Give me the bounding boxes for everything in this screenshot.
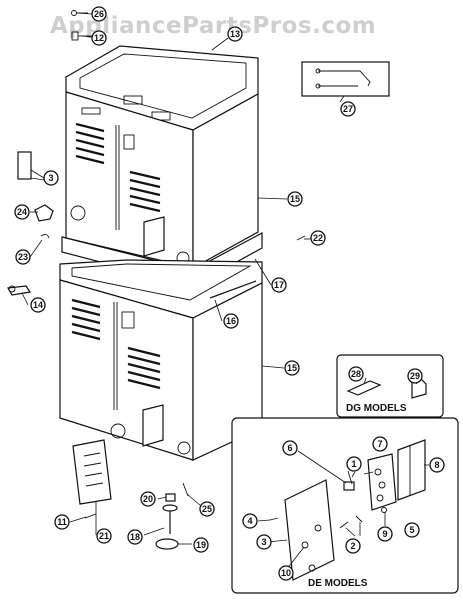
svg-text:11: 11 xyxy=(57,517,67,527)
svg-text:28: 28 xyxy=(351,369,361,379)
svg-text:19: 19 xyxy=(196,540,206,550)
svg-text:13: 13 xyxy=(230,29,240,39)
dg-models-label: DG MODELS xyxy=(346,403,407,414)
callout-18: 18 xyxy=(127,529,143,545)
callout-23: 23 xyxy=(15,249,31,265)
callout-14: 14 xyxy=(30,297,46,313)
callout-24: 24 xyxy=(14,204,30,220)
svg-text:5: 5 xyxy=(409,525,414,535)
svg-text:15: 15 xyxy=(287,363,297,373)
de-models-label: DE MODELS xyxy=(308,578,368,589)
callout-19: 19 xyxy=(193,537,209,553)
callout-20: 20 xyxy=(140,491,156,507)
callout-5: 5 xyxy=(404,522,420,538)
callout-26: 26 xyxy=(91,6,107,22)
svg-text:4: 4 xyxy=(247,516,252,526)
callout-9: 9 xyxy=(377,526,393,542)
svg-text:3: 3 xyxy=(261,537,266,547)
callout-29: 29 xyxy=(407,368,423,384)
svg-text:27: 27 xyxy=(343,104,353,114)
callout-7: 7 xyxy=(372,436,388,452)
svg-text:9: 9 xyxy=(382,529,387,539)
svg-text:16: 16 xyxy=(226,316,236,326)
svg-text:6: 6 xyxy=(287,443,292,453)
svg-text:29: 29 xyxy=(410,371,420,381)
callout-27: 27 xyxy=(340,101,356,117)
callout-3-de: 3 xyxy=(256,534,272,550)
callout-8: 8 xyxy=(429,457,445,473)
svg-text:2: 2 xyxy=(350,541,355,551)
callout-3-upper: 3 xyxy=(43,170,59,186)
callout-6: 6 xyxy=(282,440,298,456)
svg-text:23: 23 xyxy=(18,252,28,262)
svg-text:22: 22 xyxy=(313,233,323,243)
dg-models-box: DG MODELS xyxy=(336,354,444,418)
callout-25: 25 xyxy=(199,501,215,517)
callout-16: 16 xyxy=(223,313,239,329)
loose-parts xyxy=(7,10,306,550)
callout-15-upper: 15 xyxy=(287,191,303,207)
callout-22: 22 xyxy=(310,230,326,246)
callout-17: 17 xyxy=(271,277,287,293)
de-models-box: DE MODELS xyxy=(231,417,459,594)
callout-11: 11 xyxy=(54,514,70,530)
svg-text:1: 1 xyxy=(351,459,356,469)
callout-10: 10 xyxy=(278,565,294,581)
svg-text:24: 24 xyxy=(17,207,27,217)
callout-28: 28 xyxy=(348,366,364,382)
lower-washer-cabinet xyxy=(59,259,263,461)
svg-text:17: 17 xyxy=(274,280,284,290)
svg-text:15: 15 xyxy=(290,194,300,204)
svg-text:12: 12 xyxy=(94,33,104,43)
svg-text:14: 14 xyxy=(33,300,43,310)
callout-13: 13 xyxy=(227,26,243,42)
svg-text:20: 20 xyxy=(143,494,153,504)
callout-15-lower: 15 xyxy=(284,360,300,376)
callout-21: 21 xyxy=(96,528,112,544)
svg-text:18: 18 xyxy=(130,532,140,542)
svg-text:25: 25 xyxy=(202,504,212,514)
callout-12: 12 xyxy=(91,30,107,46)
callout-2: 2 xyxy=(345,538,361,554)
strip-part-16 xyxy=(209,280,257,299)
callout-4: 4 xyxy=(242,513,258,529)
svg-text:8: 8 xyxy=(434,460,439,470)
svg-text:7: 7 xyxy=(377,439,382,449)
svg-text:26: 26 xyxy=(94,9,104,19)
wire-harness-box xyxy=(301,61,390,97)
callout-1: 1 xyxy=(346,456,362,472)
svg-text:3: 3 xyxy=(48,173,53,183)
upper-dryer-cabinet xyxy=(65,45,259,270)
svg-text:21: 21 xyxy=(99,531,109,541)
svg-text:10: 10 xyxy=(281,568,291,578)
